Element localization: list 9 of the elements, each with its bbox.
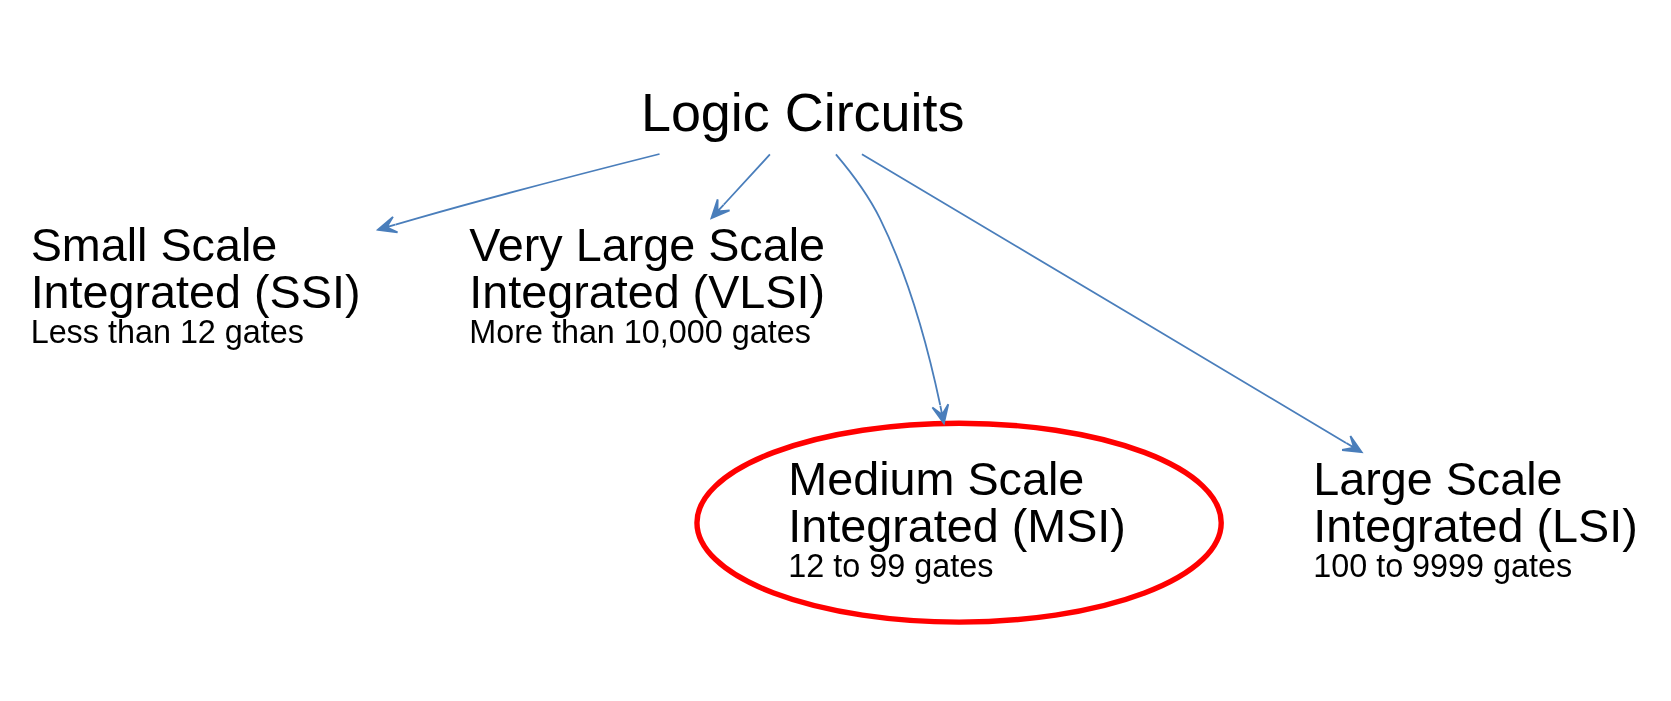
node-text: Very Large Scale Integrated (VLSI) More than 10,000 gates xyxy=(469,218,826,350)
arrow xyxy=(377,152,661,233)
arrow xyxy=(835,152,950,424)
arrow xyxy=(861,152,1363,453)
node-text: Small Scale Integrated (SSI) Less than 12 gates xyxy=(30,218,361,350)
arrow xyxy=(710,153,771,219)
node-text: Large Scale Integrated (LSI) 100 to 9999 gates xyxy=(1313,452,1638,584)
node-ellipse: Medium Scale Integrated (MSI) 12 to 99 gates xyxy=(694,420,1224,625)
node-text: Logic Circuits xyxy=(640,81,965,142)
